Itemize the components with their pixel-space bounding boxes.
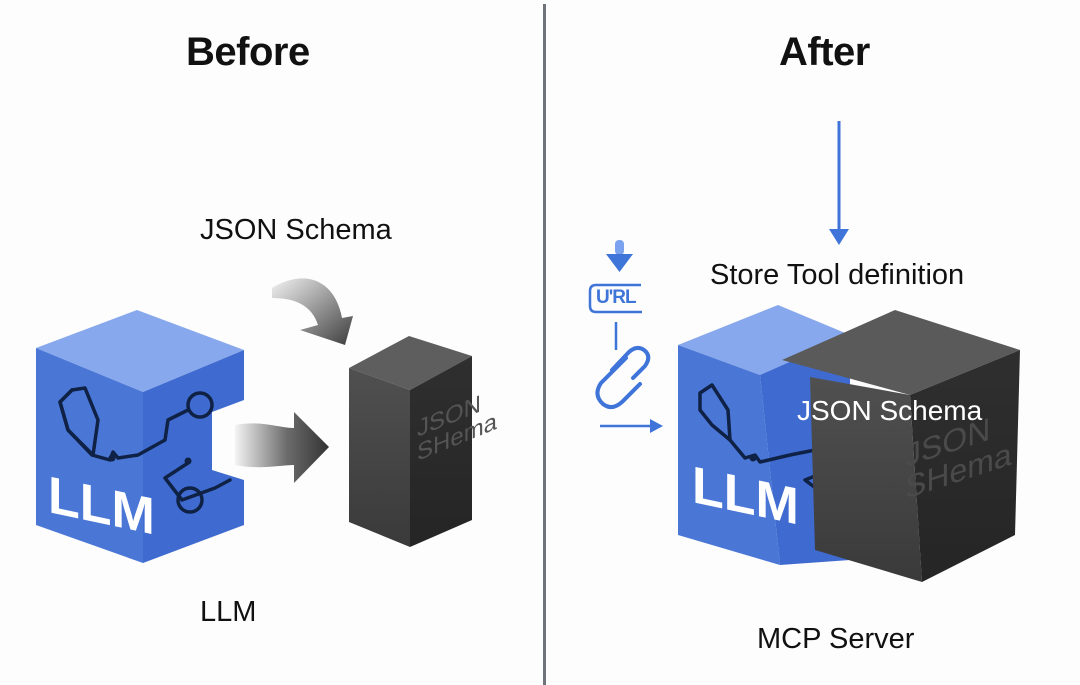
after-title: After	[779, 30, 870, 74]
url-icon-label: U'RL	[596, 287, 637, 308]
before-caption: LLM	[200, 596, 257, 628]
store-tool-definition-label: Store Tool definition	[710, 259, 965, 291]
before-json-schema-label: JSON Schema	[200, 214, 392, 246]
after-caption: MCP Server	[757, 623, 915, 655]
json-schema-overlay-label: JSON Schema	[797, 395, 983, 426]
panel-divider	[543, 4, 546, 685]
before-title: Before	[186, 30, 310, 74]
